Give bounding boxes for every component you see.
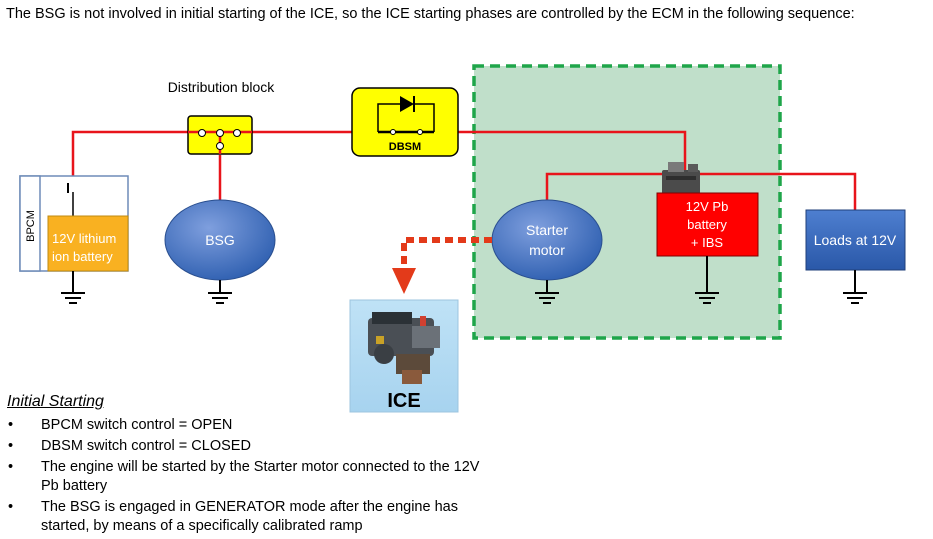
distribution-block-label: Distribution block xyxy=(168,79,276,95)
ground-icons xyxy=(61,256,867,304)
ground-icon-loads xyxy=(843,270,867,304)
ground-icon-starter xyxy=(535,280,559,304)
list-item: • BPCM switch control = OPEN xyxy=(8,416,548,435)
distribution-block xyxy=(187,115,253,155)
bsg-label: BSG xyxy=(205,232,235,248)
starter-to-ice-arrow xyxy=(392,237,492,294)
ground-icon-lithium xyxy=(61,271,85,304)
bullet: • xyxy=(8,459,14,475)
step-line: DBSM switch control = CLOSED xyxy=(41,438,251,454)
bpcm-module: BPCM 12V lithium ion battery xyxy=(19,175,129,272)
loads-label: Loads at 12V xyxy=(814,232,897,248)
loads-block xyxy=(805,209,906,271)
lithium-battery xyxy=(47,215,129,272)
step-line: BPCM switch control = OPEN xyxy=(41,417,233,433)
lithium-battery-line1: 12V lithium xyxy=(52,231,116,246)
ice-label: ICE xyxy=(387,390,420,412)
step-line: The BSG is engaged in GENERATOR mode aft… xyxy=(41,499,458,515)
list-item: • The engine will be started by the Star… xyxy=(8,458,548,496)
pb-battery-line3: + IBS xyxy=(691,235,723,250)
ground-icon-bsg xyxy=(208,280,232,304)
intro-text: The BSG is not involved in initial start… xyxy=(6,6,855,22)
bullet: • xyxy=(8,438,14,454)
steps-title: Initial Starting xyxy=(7,393,104,410)
lithium-battery-line2: ion battery xyxy=(52,249,113,264)
diode-icon xyxy=(377,103,400,132)
starter-label-line2: motor xyxy=(529,242,565,258)
engine-icon xyxy=(368,312,440,384)
ground-icon-pb xyxy=(695,256,719,304)
bpcm-label: BPCM xyxy=(25,210,37,242)
dbsm-block: DBSM xyxy=(351,87,459,157)
steps-list: • BPCM switch control = OPEN • DBSM swit… xyxy=(8,416,548,538)
ice-engine: ICE xyxy=(349,299,459,413)
ibs-sensor-icon xyxy=(662,162,700,194)
step-line: The engine will be started by the Starte… xyxy=(41,459,480,475)
pb-battery xyxy=(656,192,759,257)
bullet: • xyxy=(8,499,14,515)
starter-label-line1: Starter xyxy=(526,222,568,238)
dbsm-label: DBSM xyxy=(389,141,421,153)
list-item: • The BSG is engaged in GENERATOR mode a… xyxy=(8,498,548,536)
pb-battery-line1: 12V Pb xyxy=(686,199,729,214)
step-line-cont: started, by means of a specifically cali… xyxy=(41,518,363,534)
step-line-cont: Pb battery xyxy=(41,478,108,494)
starter-motor xyxy=(491,199,603,281)
pb-battery-line2: battery xyxy=(687,217,727,232)
bullet: • xyxy=(8,417,14,433)
list-item: • DBSM switch control = CLOSED xyxy=(8,437,548,456)
